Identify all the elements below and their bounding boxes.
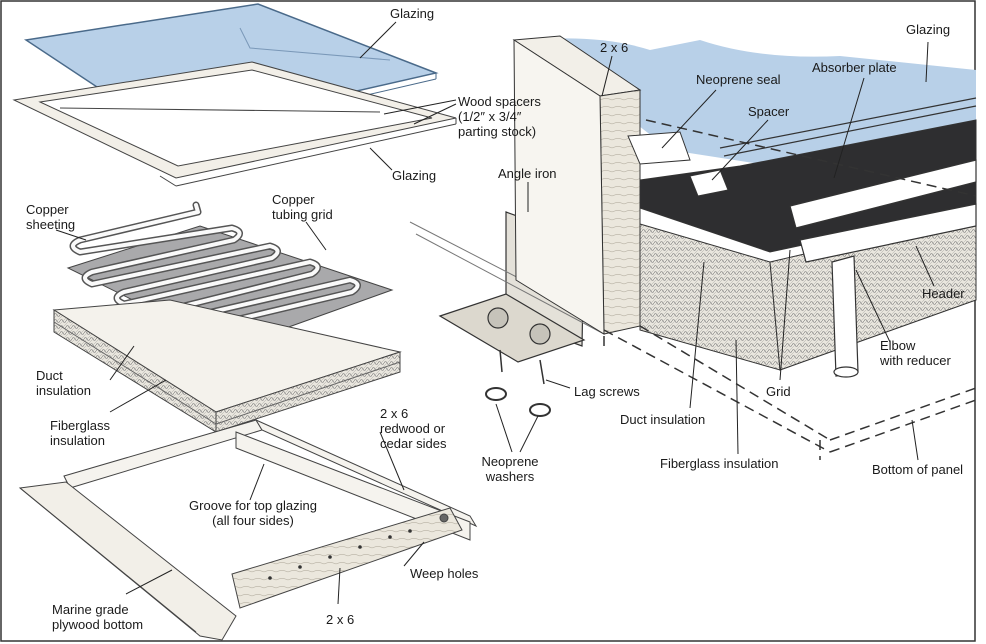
label-2x6-bottom: 2 x 6 [326, 612, 355, 627]
label-header: Header [922, 286, 965, 301]
hidden-edge-lines [603, 119, 977, 460]
label-neoprene-seal: Neoprene seal [696, 72, 781, 87]
side-frame [63, 418, 478, 609]
label-groove: Groove for top glazing (all four sides) [189, 498, 317, 528]
label-2x6-top: 2 x 6 [600, 40, 629, 55]
label-fiberglass-insulation-left: Fiberglass insulation [50, 418, 110, 448]
neoprene-washer-rings [485, 387, 551, 417]
header-pipe [789, 159, 977, 378]
label-grid: Grid [766, 384, 791, 399]
wood-spacer-frame [12, 61, 457, 187]
label-glazing-right: Glazing [906, 22, 951, 37]
neoprene-seal-strip [627, 131, 691, 165]
label-copper-sheeting: Copper sheeting [26, 202, 76, 232]
label-weep-holes: Weep holes [410, 566, 479, 581]
label-lag-screws: Lag screws [574, 384, 640, 399]
spacer-block [689, 169, 729, 197]
label-bottom-of-panel: Bottom of panel [872, 462, 964, 477]
label-angle-iron: Angle iron [498, 166, 557, 181]
label-copper-tubing-grid: Copper tubing grid [272, 192, 333, 222]
label-marine-plywood: Marine grade plywood bottom [52, 602, 144, 632]
lag-screw-shafts [499, 349, 545, 385]
post-front [599, 89, 641, 335]
label-neoprene-washers: Neoprene washers [481, 454, 539, 484]
label-elbow: Elbow with reducer [880, 338, 951, 368]
right-glazing [528, 38, 976, 165]
weep-hole-dots [268, 529, 412, 580]
label-duct-insulation-left: Duct insulation [36, 368, 91, 398]
insulation-slab [52, 299, 402, 433]
label-duct-insulation-right: Duct insulation [620, 412, 706, 427]
label-wood-spacers: Wood spacers (1/2″ x 3/4″ parting stock) [458, 94, 541, 139]
label-absorber-plate: Absorber plate [812, 60, 897, 75]
label-spacer: Spacer [748, 104, 790, 119]
label-2x6-sides: 2 x 6 redwood or cedar sides [380, 406, 447, 451]
label-fiberglass-insulation-right: Fiberglass insulation [660, 456, 779, 471]
label-glazing-mid: Glazing [392, 168, 437, 183]
post-side [513, 39, 605, 335]
label-glazing-top: Glazing [390, 6, 435, 21]
leader-lines [55, 21, 935, 605]
